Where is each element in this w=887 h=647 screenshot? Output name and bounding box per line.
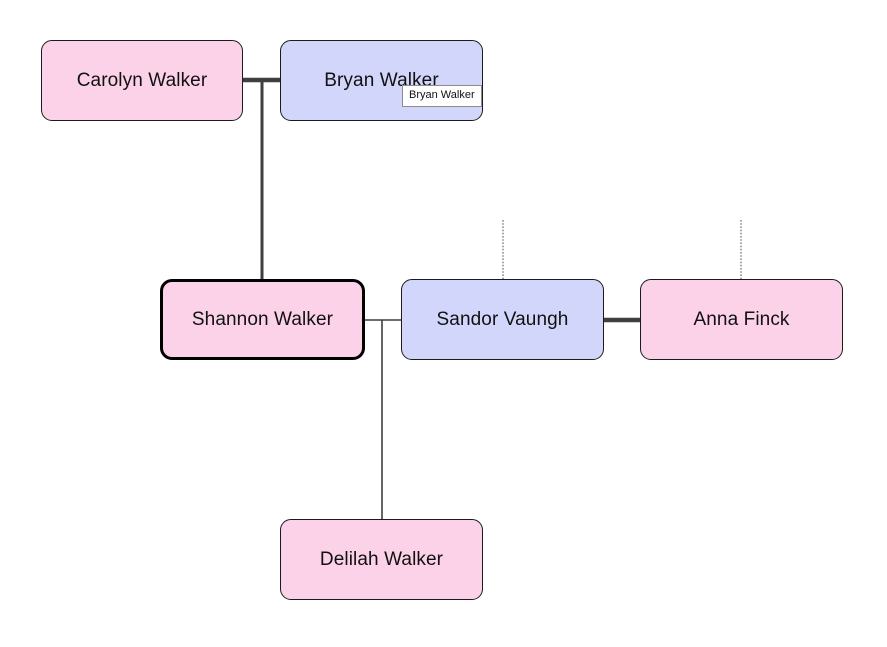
person-label: Shannon Walker <box>191 309 334 330</box>
person-node-sandor-vaungh[interactable]: Sandor Vaungh <box>401 279 604 360</box>
person-node-anna-finck[interactable]: Anna Finck <box>640 279 843 360</box>
person-node-shannon-walker[interactable]: Shannon Walker <box>160 279 365 360</box>
tooltip-text: Bryan Walker <box>409 89 475 101</box>
person-label: Delilah Walker <box>319 549 444 570</box>
person-label: Carolyn Walker <box>76 70 208 91</box>
node-tooltip: Bryan Walker <box>402 85 482 107</box>
person-label: Sandor Vaungh <box>436 309 569 330</box>
person-node-delilah-walker[interactable]: Delilah Walker <box>280 519 483 600</box>
person-node-carolyn-walker[interactable]: Carolyn Walker <box>41 40 243 121</box>
person-label: Anna Finck <box>693 309 790 330</box>
person-node-bryan-walker[interactable]: Bryan Walker <box>280 40 483 121</box>
